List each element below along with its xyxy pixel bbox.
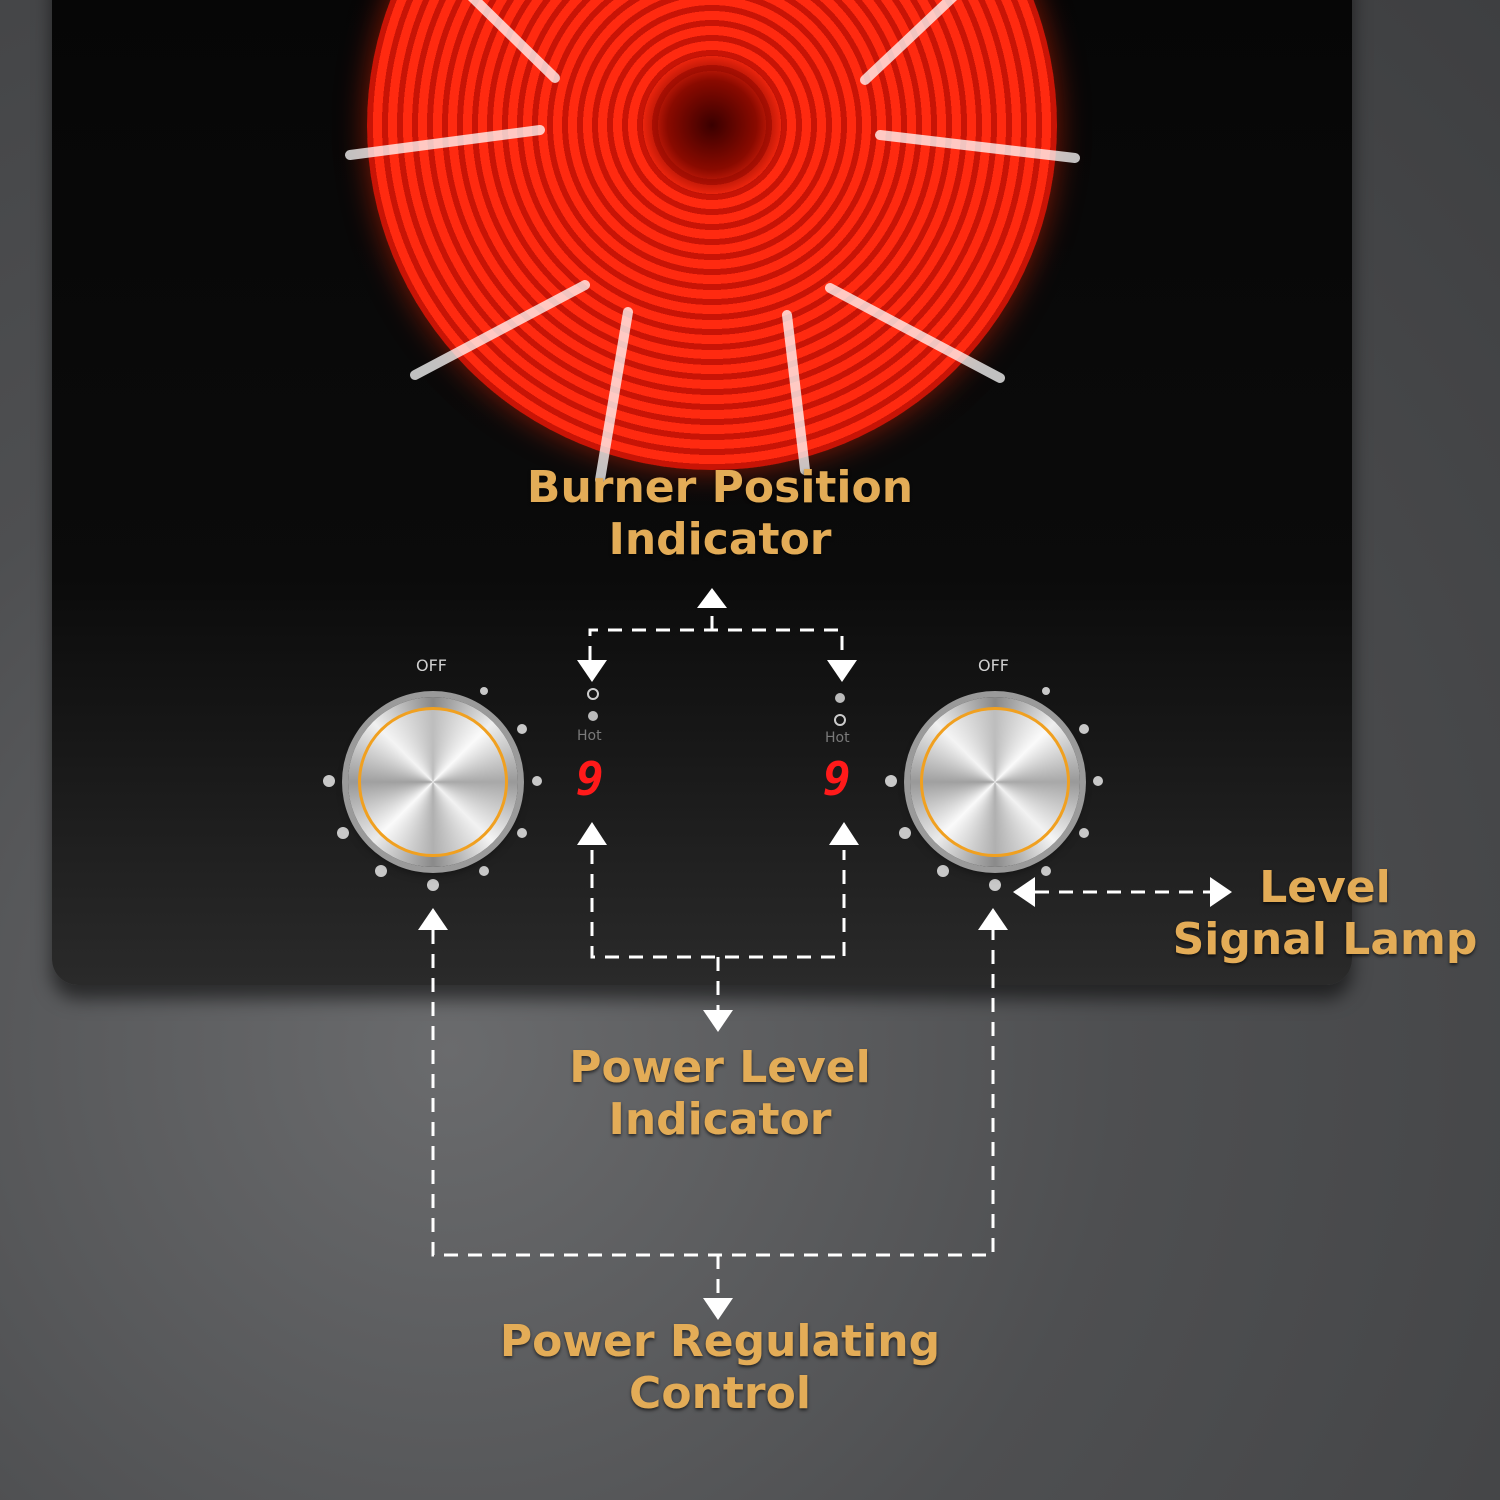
right-hot-label: Hot [825,730,850,746]
level-dots-left [323,687,542,891]
label-line: Indicator [608,1094,832,1145]
callout-lines [431,610,1210,1300]
level-signal-lamp-label: Level Signal Lamp [1170,862,1480,966]
left-power-level-display: 9 [576,752,604,806]
left-off-label: OFF [416,656,447,675]
power-regulating-control-label: Power Regulating Control [480,1316,960,1420]
left-power-knob[interactable] [348,697,518,867]
label-line: Indicator [608,514,832,565]
label-line: Power Level [569,1042,871,1093]
heat-rays [345,0,1080,485]
arrowheads [418,588,1232,1320]
right-off-label: OFF [978,656,1009,675]
burner-position-indicator-label: Burner Position Indicator [520,462,920,566]
right-power-knob[interactable] [910,697,1080,867]
left-hot-label: Hot [577,728,602,744]
level-dots-right [885,687,1103,891]
label-line: Control [629,1368,811,1419]
label-line: Level [1259,862,1391,913]
burner-indicator-lamps [587,688,846,726]
label-line: Signal Lamp [1172,914,1478,965]
label-line: Power Regulating [499,1316,941,1367]
power-level-indicator-label: Power Level Indicator [520,1042,920,1146]
right-power-level-display: 9 [823,752,851,806]
label-line: Burner Position [526,462,914,513]
